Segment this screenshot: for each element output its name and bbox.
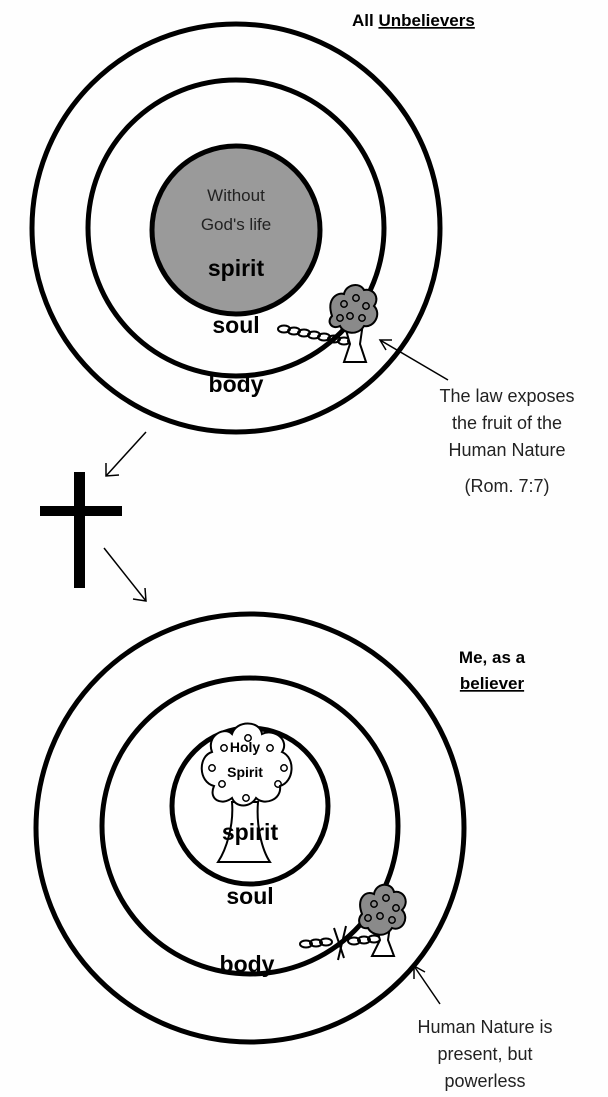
- top-note-line3: Human Nature: [448, 440, 565, 460]
- top-note-line2: the fruit of the: [452, 413, 562, 433]
- top-core-line1: Without: [207, 186, 265, 205]
- top-tree-icon: [330, 285, 378, 362]
- top-note: The law exposes the fruit of the Human N…: [439, 386, 574, 496]
- bottom-tree-icon: [359, 885, 406, 956]
- top-note-line1: The law exposes: [439, 386, 574, 406]
- cross-icon: [40, 472, 122, 588]
- top-core-line2: God's life: [201, 215, 271, 234]
- bottom-note-line1: Human Nature is: [417, 1017, 552, 1037]
- top-body-label: body: [209, 371, 264, 397]
- bottom-note: Human Nature is present, but powerless: [417, 1017, 552, 1091]
- top-title: All Unbelievers: [352, 11, 475, 30]
- broken-chain-icon: [300, 926, 380, 960]
- bottom-title-line2: believer: [460, 674, 525, 693]
- bottom-note-line3: powerless: [444, 1071, 525, 1091]
- spirit-tree-label: Spirit: [227, 764, 263, 780]
- bottom-spirit-label: spirit: [222, 819, 279, 845]
- top-note-line4: (Rom. 7:7): [464, 476, 549, 496]
- bottom-soul-label: soul: [226, 883, 273, 909]
- arrow-down-left-icon: [106, 432, 146, 476]
- top-soul-label: soul: [212, 312, 259, 338]
- holy-label: Holy: [230, 739, 261, 755]
- bottom-title-line1: Me, as a: [459, 648, 526, 667]
- arrow-down-right-icon: [104, 548, 146, 601]
- bottom-note-arrow: [414, 966, 440, 1004]
- bottom-body-label: body: [220, 951, 275, 977]
- top-spirit-label: spirit: [208, 255, 265, 281]
- bottom-note-line2: present, but: [437, 1044, 532, 1064]
